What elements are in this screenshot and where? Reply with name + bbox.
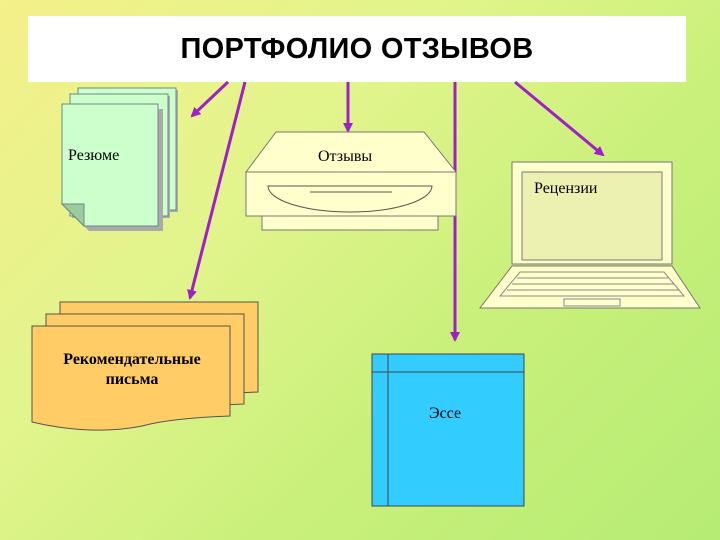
reviews-label: Отзывы [318,148,373,165]
arrow-to-critiques [514,80,605,157]
letters-label: Рекомендательные письма [63,351,201,388]
arrow-to-letters [187,81,247,300]
reviews-disk-drive [245,131,458,231]
essay-label: Эссе [429,405,462,422]
resume-label: Резюме [68,147,120,164]
critiques-label: Рецензии [534,180,598,197]
critiques-laptop [478,161,701,309]
essay-notebook [371,353,525,507]
title-banner: ПОРТФОЛИО ОТЗЫВОВ [28,16,686,82]
arrow-to-resume [190,80,230,118]
page-title: ПОРТФОЛИО ОТЗЫВОВ [180,32,534,65]
resume-document-stack [60,87,178,231]
letters-multi-document [31,301,259,431]
